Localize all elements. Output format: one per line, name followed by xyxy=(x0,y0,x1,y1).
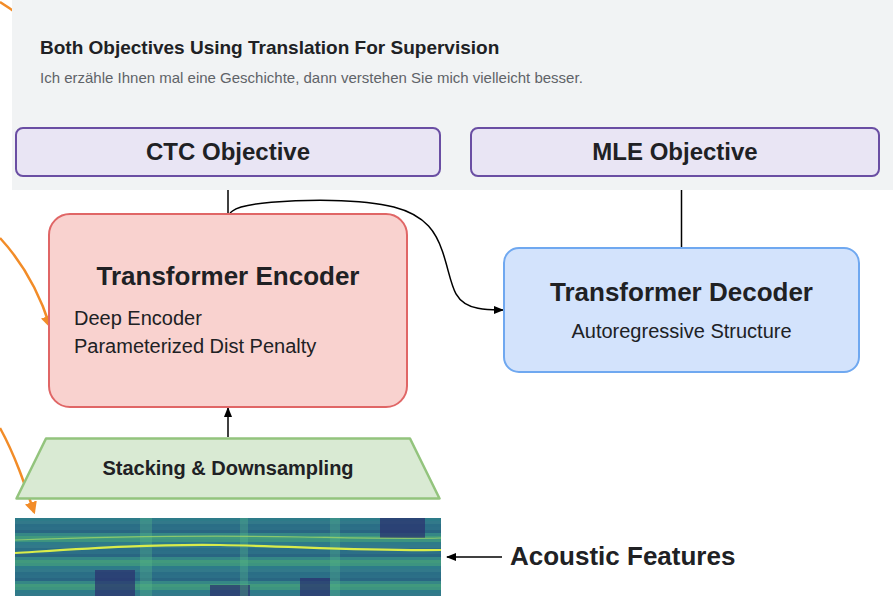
feature-label: Acoustic Features xyxy=(510,541,735,572)
decoder-box: Transformer DecoderAutoregressive Struct… xyxy=(503,247,860,373)
node-body: Autoregressive Structure xyxy=(571,320,791,343)
trapezoid-block: Stacking & Downsampling xyxy=(15,437,441,500)
objective-box: MLE Objective xyxy=(470,127,880,177)
leader-arrow xyxy=(447,556,502,558)
node-heading: Stacking & Downsampling xyxy=(102,457,353,480)
node-heading: MLE Objective xyxy=(592,138,757,166)
flow-arrow xyxy=(227,408,229,437)
node-heading: Transformer Decoder xyxy=(550,277,813,308)
callout-arrow xyxy=(0,238,50,326)
node-heading: Both Objectives Using Translation For Su… xyxy=(40,37,893,59)
spectrogram xyxy=(15,518,441,596)
encoder-box: Transformer EncoderDeep Encoder Paramete… xyxy=(48,213,408,408)
node-heading: CTC Objective xyxy=(146,138,310,166)
objective-band: Both Objectives Using Translation For Su… xyxy=(12,0,893,190)
trapezoid-shape xyxy=(17,439,440,499)
node-heading: Transformer Encoder xyxy=(97,261,360,292)
node-body: Deep Encoder Parameterized Dist Penalty xyxy=(74,304,326,360)
objective-box: CTC Objective xyxy=(15,127,441,177)
node-body: Ich erzähle Ihnen mal eine Geschichte, d… xyxy=(40,69,893,86)
